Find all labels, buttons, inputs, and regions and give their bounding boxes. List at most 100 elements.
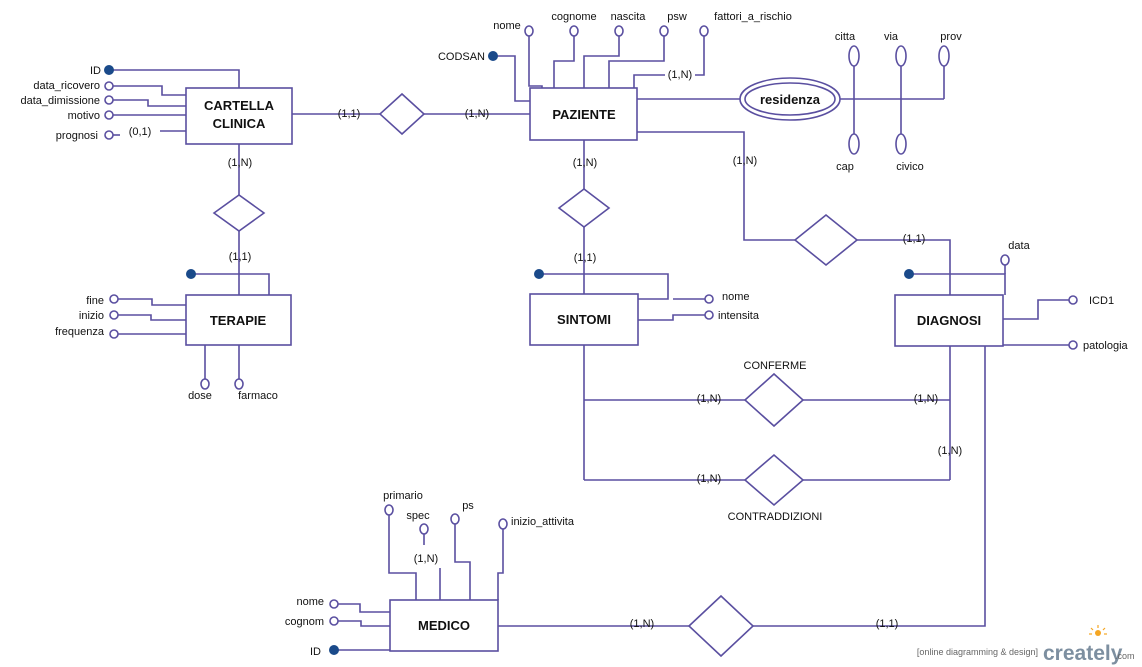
paziente-name: PAZIENTE xyxy=(552,107,616,122)
civico-marker xyxy=(895,133,907,155)
spec-label: spec xyxy=(406,510,430,522)
prov-label: prov xyxy=(940,31,962,43)
card-paziente-sintomi-top: (1,N) xyxy=(573,157,597,169)
terapie-name: TERAPIE xyxy=(210,313,267,328)
primario-label: primario xyxy=(383,490,423,502)
creately-watermark: [online diagramming & design] creately .… xyxy=(917,625,1135,665)
cap-marker xyxy=(848,133,860,155)
terapie-key-dot xyxy=(186,269,196,279)
card-paziente-sintomi-bottom: (1,1) xyxy=(574,252,597,264)
cartella-paziente-diamond[interactable] xyxy=(378,92,426,136)
fattori-marker xyxy=(699,25,709,37)
farmaco-label: farmaco xyxy=(238,390,278,402)
contraddizioni-diamond[interactable] xyxy=(743,453,805,507)
data-label: data xyxy=(1008,240,1030,252)
via-marker xyxy=(895,45,907,67)
card-contraddizioni-left: (1,N) xyxy=(697,473,721,485)
prognosi-marker xyxy=(104,130,114,140)
card-conferme-right: (1,N) xyxy=(914,393,938,405)
data-ricovero-marker xyxy=(104,81,114,91)
watermark-suffix: .com xyxy=(1115,651,1135,661)
inizio-attivita-label: inizio_attivita xyxy=(511,516,575,528)
psw-label: psw xyxy=(667,11,687,23)
diagnosi-entity[interactable] xyxy=(894,294,1004,347)
patologia-marker xyxy=(1068,340,1078,350)
card-medico-diagnosi-right: (1,1) xyxy=(876,618,899,630)
diagnosi-name: DIAGNOSI xyxy=(917,313,981,328)
prognosi-label: prognosi xyxy=(56,130,98,142)
cartella-terapie-diamond[interactable] xyxy=(212,194,266,232)
residenza-name: residenza xyxy=(760,92,821,107)
motivo-marker xyxy=(104,110,114,120)
cartella-name-line1: CARTELLA xyxy=(204,98,275,113)
codsan-label: CODSAN xyxy=(438,51,485,63)
frequenza-marker xyxy=(109,329,119,339)
conferme-label: CONFERME xyxy=(744,360,807,372)
relationship-names: CONFERME CONTRADDIZIONI xyxy=(728,360,823,523)
fattori-label: fattori_a_rischio xyxy=(714,11,792,23)
citta-label: citta xyxy=(835,31,856,43)
card-medico-diagnosi-left: (1,N) xyxy=(630,618,654,630)
attribute-labels: ID data_ricovero data_dimissione motivo … xyxy=(21,11,1129,658)
sintomi-key-dot xyxy=(534,269,544,279)
residenza-inner-ellipse xyxy=(744,82,836,116)
card-paziente-diagnosi-right: (1,1) xyxy=(903,233,926,245)
data-ricovero-label: data_ricovero xyxy=(33,80,100,92)
logo-sun-icon xyxy=(1089,625,1107,636)
fattori-cardinality: (1,N) xyxy=(668,69,692,81)
prognosi-cardinality: (0,1) xyxy=(129,126,152,138)
terapie-entity[interactable] xyxy=(185,294,292,346)
card-paziente-diagnosi-top: (1,N) xyxy=(733,155,757,167)
fine-marker xyxy=(109,294,119,304)
entity-boxes xyxy=(185,77,1004,652)
entity-names: CARTELLA CLINICA PAZIENTE TERAPIE SINTOM… xyxy=(204,92,981,633)
icd1-marker xyxy=(1068,295,1078,305)
dose-marker xyxy=(200,378,210,390)
medico-entity[interactable] xyxy=(389,599,499,652)
attribute-markers xyxy=(104,25,1078,655)
icd1-label: ICD1 xyxy=(1089,295,1114,307)
card-cartella-terapie-bottom: (1,1) xyxy=(229,251,252,263)
citta-marker xyxy=(848,45,860,67)
paziente-diagnosi-diamond[interactable] xyxy=(793,213,859,267)
card-cartella-paziente-left: (1,1) xyxy=(338,108,361,120)
data-dimissione-label: data_dimissione xyxy=(21,95,101,107)
nome-paziente-label: nome xyxy=(493,20,521,32)
medico-cognome-marker xyxy=(329,616,339,626)
primario-marker xyxy=(384,504,394,516)
data-dimissione-marker xyxy=(104,95,114,105)
cartella-id-label: ID xyxy=(90,65,101,77)
cartella-name-line2: CLINICA xyxy=(213,116,266,131)
dose-label: dose xyxy=(188,390,212,402)
inizio-label: inizio xyxy=(79,310,104,322)
medico-nome-label: nome xyxy=(296,596,324,608)
nome-paziente-marker xyxy=(524,25,534,37)
sintomi-entity[interactable] xyxy=(529,293,639,346)
nascita-label: nascita xyxy=(611,11,647,23)
card-conferme-left: (1,N) xyxy=(697,393,721,405)
cartella-clinica-entity[interactable] xyxy=(185,87,293,145)
psw-marker xyxy=(659,25,669,37)
paziente-sintomi-diamond[interactable] xyxy=(557,187,611,229)
frequenza-label: frequenza xyxy=(55,326,105,338)
medico-name: MEDICO xyxy=(418,618,470,633)
cartella-id-key-dot xyxy=(104,65,114,75)
diagnosi-key-dot xyxy=(904,269,914,279)
medico-id-key-dot xyxy=(329,645,339,655)
conferme-diamond[interactable] xyxy=(743,372,805,428)
civico-label: civico xyxy=(896,161,924,173)
data-marker xyxy=(1000,254,1010,266)
card-contraddizioni-right: (1,N) xyxy=(938,445,962,457)
via-label: via xyxy=(884,31,899,43)
motivo-label: motivo xyxy=(68,110,100,122)
spec-marker xyxy=(419,523,429,535)
cap-label: cap xyxy=(836,161,854,173)
watermark-tagline: [online diagramming & design] xyxy=(917,647,1038,657)
contraddizioni-label: CONTRADDIZIONI xyxy=(728,511,823,523)
spec-cardinality: (1,N) xyxy=(414,553,438,565)
paziente-entity[interactable] xyxy=(529,87,638,141)
medico-diagnosi-diamond[interactable] xyxy=(687,594,755,658)
patologia-label: patologia xyxy=(1083,340,1129,352)
fine-label: fine xyxy=(86,295,104,307)
